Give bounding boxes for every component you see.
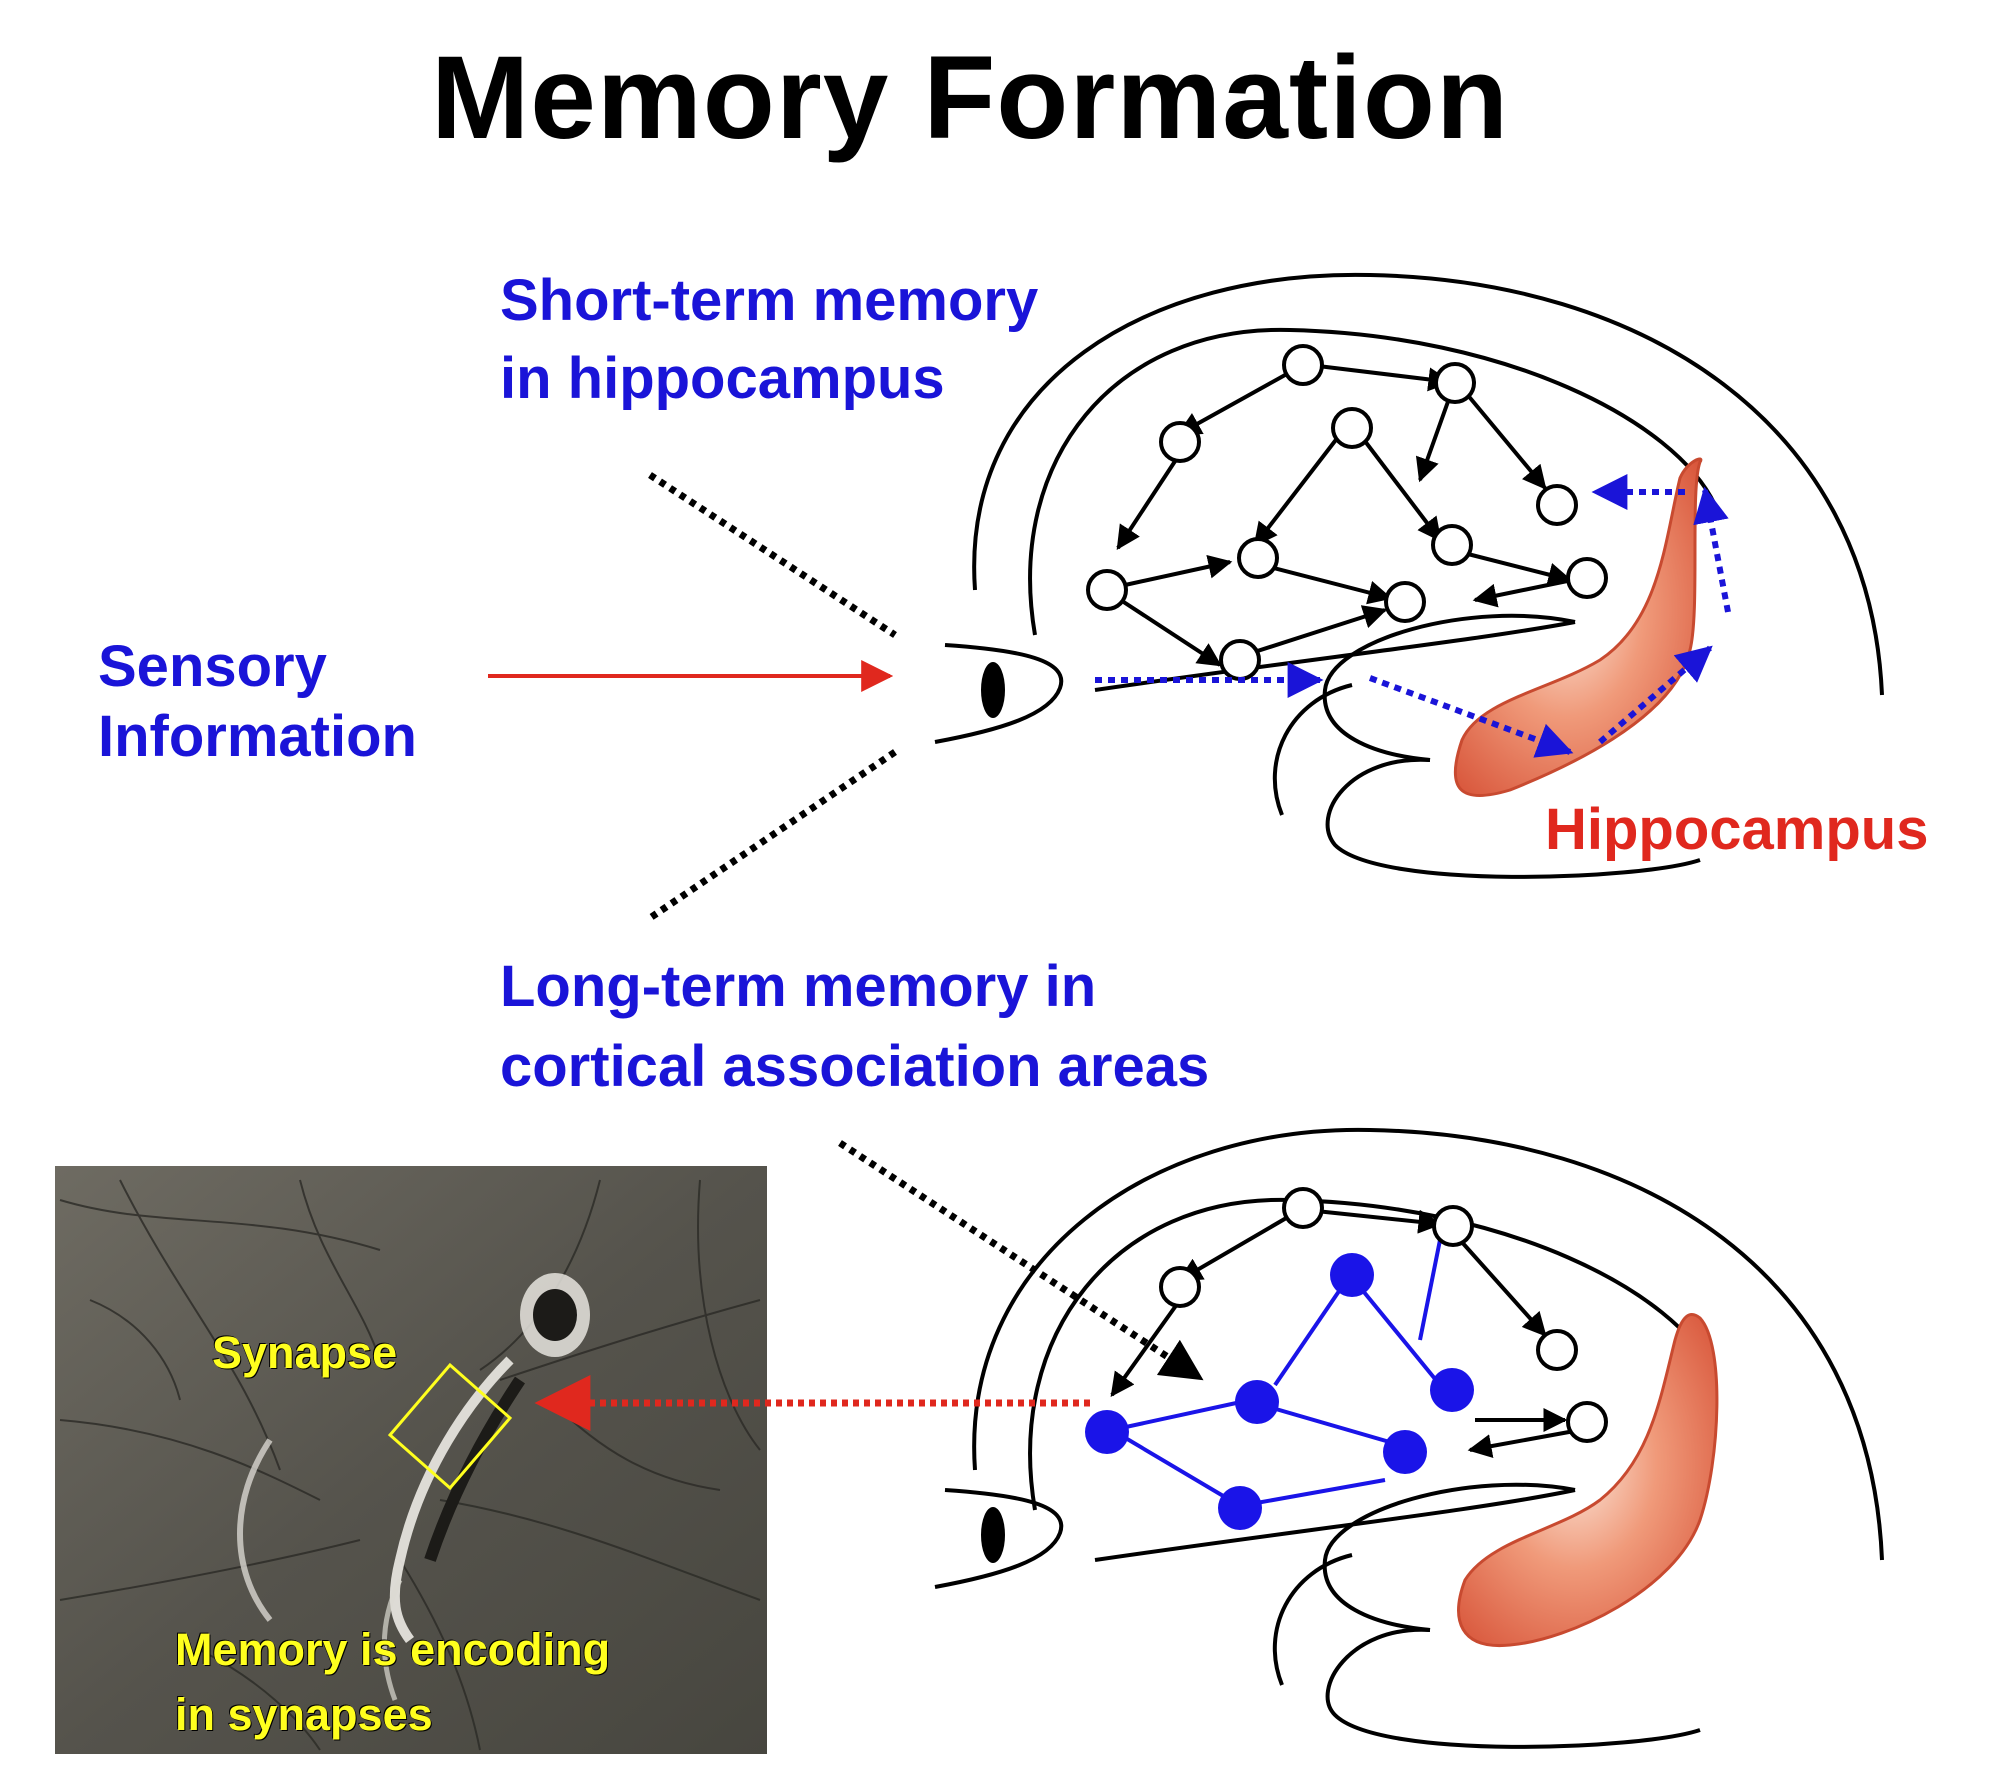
top-neurons [1086,344,1608,681]
synapse-box [387,1362,513,1491]
bottom-black-network [1110,1208,1581,1458]
bottom-brain-outline [972,1127,1884,1749]
bottom-neurons-white [1159,1187,1608,1443]
short-term-label-line2: in hippocampus [500,346,945,411]
sensory-label-line2: Information [98,704,417,769]
bottom-neurons-blue [1085,1253,1474,1530]
short-term-label-line1: Short-term memory [500,268,1039,333]
top-eye [934,643,1064,744]
page-title: Memory Formation [430,32,1510,164]
top-hippocampus-shape [1453,457,1703,798]
top-neural-network [1114,363,1583,667]
synapse-label: Synapse [212,1327,398,1378]
blue-dotted-pathway [1095,474,1731,758]
bottom-eye [934,1488,1064,1589]
long-term-label-line2: cortical association areas [500,1034,1210,1099]
eye-dotted-lines [648,472,897,921]
encoding-label-line1: Memory is encoding [175,1624,611,1675]
encoding-label-line2: in synapses [175,1689,433,1740]
long-term-label-line1: Long-term memory in [500,954,1097,1019]
bottom-blue-network [1110,1239,1442,1507]
bottom-hippocampus-shape [1457,1313,1719,1648]
hippocampus-label: Hippocampus [1545,797,1929,862]
sensory-label-line1: Sensory [98,634,327,699]
